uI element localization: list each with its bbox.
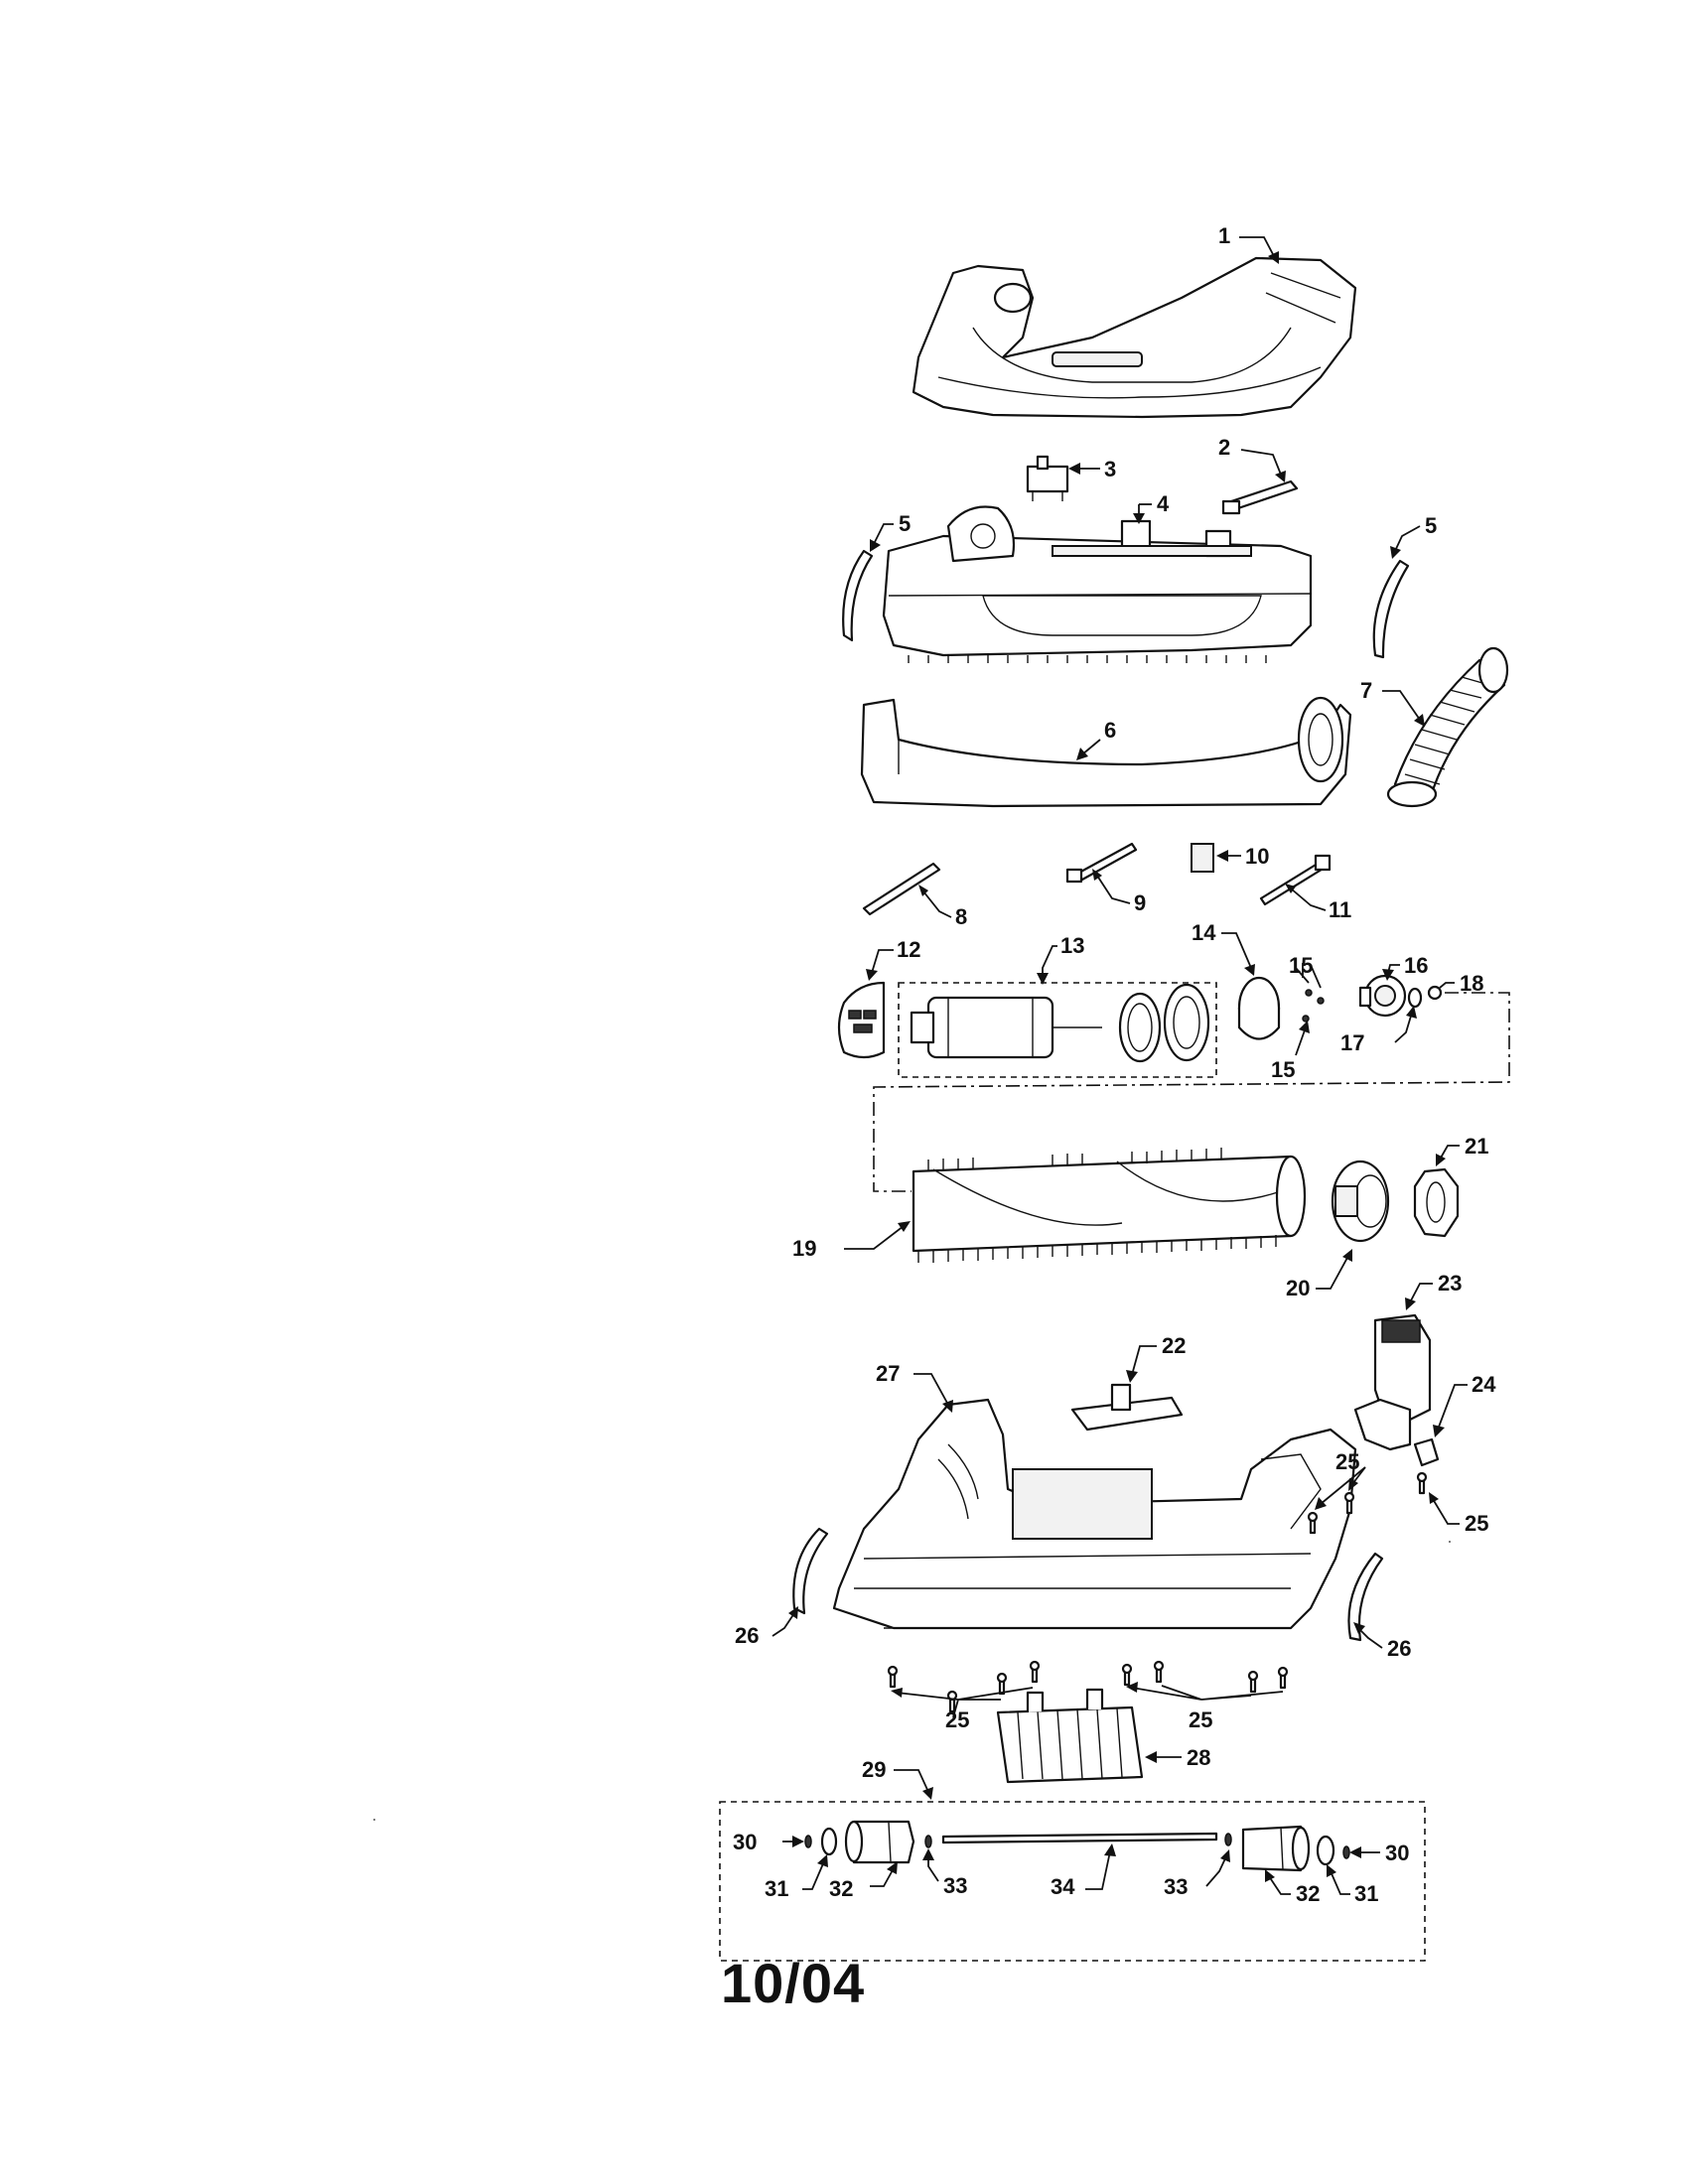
part-34-shaft bbox=[941, 1832, 1218, 1844]
callout-17: 17 bbox=[1340, 1030, 1364, 1055]
part-7-hose bbox=[1386, 646, 1509, 808]
callout-2: 2 bbox=[1218, 435, 1230, 460]
part-5-bumper-right bbox=[1372, 559, 1410, 659]
callout-9: 9 bbox=[1134, 890, 1146, 915]
part-21-hex-nut bbox=[1413, 1167, 1460, 1238]
part-29-shaft-assembly bbox=[719, 1801, 1426, 1962]
callout-4: 4 bbox=[1157, 491, 1170, 516]
part-12-end-cap bbox=[837, 981, 886, 1059]
scan-speck bbox=[373, 1541, 1451, 1821]
callout-31-right: 31 bbox=[1354, 1881, 1378, 1906]
part-3-switch bbox=[1026, 455, 1069, 501]
part-11-rod bbox=[1259, 854, 1332, 906]
callout-10: 10 bbox=[1245, 844, 1269, 869]
callout-25-bottom-right: 25 bbox=[1189, 1707, 1212, 1732]
callout-15-top: 15 bbox=[1289, 953, 1313, 978]
leader-lines bbox=[772, 236, 1468, 1895]
callout-5-right: 5 bbox=[1425, 513, 1437, 538]
page-date-code: 10/04 bbox=[721, 1952, 866, 2014]
part-15-pins bbox=[1302, 989, 1325, 1023]
callout-30-right: 30 bbox=[1385, 1841, 1409, 1865]
callout-34: 34 bbox=[1051, 1874, 1075, 1899]
part-31-washer-left bbox=[820, 1827, 838, 1856]
callout-24: 24 bbox=[1472, 1372, 1496, 1397]
callout-23: 23 bbox=[1438, 1271, 1462, 1296]
part-4-nozzle-housing bbox=[882, 505, 1313, 663]
callout-3: 3 bbox=[1104, 457, 1116, 481]
part-2-pin bbox=[1221, 479, 1299, 515]
callout-18: 18 bbox=[1460, 971, 1483, 996]
callout-20: 20 bbox=[1286, 1276, 1310, 1300]
part-17-washer bbox=[1407, 987, 1423, 1009]
part-28-guard bbox=[996, 1688, 1144, 1784]
callout-26-left: 26 bbox=[735, 1623, 759, 1648]
part-30-ring-left bbox=[804, 1835, 812, 1848]
part-6-front-cover bbox=[860, 696, 1352, 808]
callout-11: 11 bbox=[1329, 897, 1351, 922]
assembly-connection-line bbox=[873, 992, 1510, 1192]
part-1-hood-cover bbox=[912, 256, 1357, 419]
callout-27: 27 bbox=[876, 1361, 900, 1386]
part-33-ring-right bbox=[1224, 1833, 1232, 1846]
part-14-bearing-housing bbox=[1237, 976, 1281, 1040]
callout-8: 8 bbox=[955, 904, 967, 929]
callout-33-left: 33 bbox=[943, 1873, 967, 1898]
callout-29: 29 bbox=[862, 1757, 886, 1782]
callout-25-upper: 25 bbox=[1335, 1449, 1359, 1474]
callout-33-right: 33 bbox=[1164, 1874, 1188, 1899]
callout-32-left: 32 bbox=[829, 1876, 853, 1901]
part-25-screws bbox=[887, 1471, 1428, 1713]
callout-labels: 1 2 3 4 5 5 6 7 8 9 10 11 12 13 14 15 15… bbox=[733, 223, 1496, 1906]
part-5-bumper-left bbox=[842, 549, 874, 642]
part-33-ring-left bbox=[924, 1835, 932, 1848]
part-24-clip bbox=[1413, 1437, 1440, 1467]
callout-25-bottom-left: 25 bbox=[945, 1707, 969, 1732]
part-10-pad bbox=[1191, 843, 1214, 873]
part-20-end-cap bbox=[1331, 1160, 1390, 1243]
part-27-base bbox=[832, 1398, 1357, 1630]
part-19-brushroll bbox=[912, 1148, 1307, 1263]
callout-28: 28 bbox=[1187, 1745, 1210, 1770]
callout-19: 19 bbox=[792, 1236, 816, 1261]
callout-13: 13 bbox=[1060, 933, 1084, 958]
part-16-gear bbox=[1358, 974, 1407, 1018]
part-32-bushing-right bbox=[1241, 1825, 1311, 1872]
callout-5-left: 5 bbox=[899, 511, 911, 536]
callout-16: 16 bbox=[1404, 953, 1428, 978]
callout-32-right: 32 bbox=[1296, 1881, 1320, 1906]
part-8-rod bbox=[862, 862, 941, 916]
callout-6: 6 bbox=[1104, 718, 1116, 743]
part-32-bushing-left bbox=[844, 1820, 915, 1864]
part-30-ring-right bbox=[1342, 1845, 1350, 1859]
callout-22: 22 bbox=[1162, 1333, 1186, 1358]
part-13-motor-assembly bbox=[898, 982, 1217, 1078]
callout-1: 1 bbox=[1218, 223, 1230, 248]
callout-7: 7 bbox=[1360, 678, 1372, 703]
callout-25-right: 25 bbox=[1465, 1511, 1488, 1536]
part-31-washer-right bbox=[1316, 1835, 1335, 1866]
part-9-rod bbox=[1065, 842, 1138, 884]
callout-30-left: 30 bbox=[733, 1830, 757, 1854]
callout-12: 12 bbox=[897, 937, 920, 962]
part-26-bumper-right bbox=[1347, 1552, 1384, 1642]
part-26-bumper-left bbox=[792, 1527, 829, 1615]
callout-26-right: 26 bbox=[1387, 1636, 1411, 1661]
part-23-pedal bbox=[1353, 1313, 1432, 1451]
callout-15-bottom: 15 bbox=[1271, 1057, 1295, 1082]
callout-21: 21 bbox=[1465, 1134, 1488, 1159]
part-18-nut bbox=[1427, 985, 1443, 1001]
callout-14: 14 bbox=[1192, 920, 1216, 945]
part-22-latch bbox=[1070, 1383, 1184, 1432]
callout-31-left: 31 bbox=[765, 1876, 788, 1901]
